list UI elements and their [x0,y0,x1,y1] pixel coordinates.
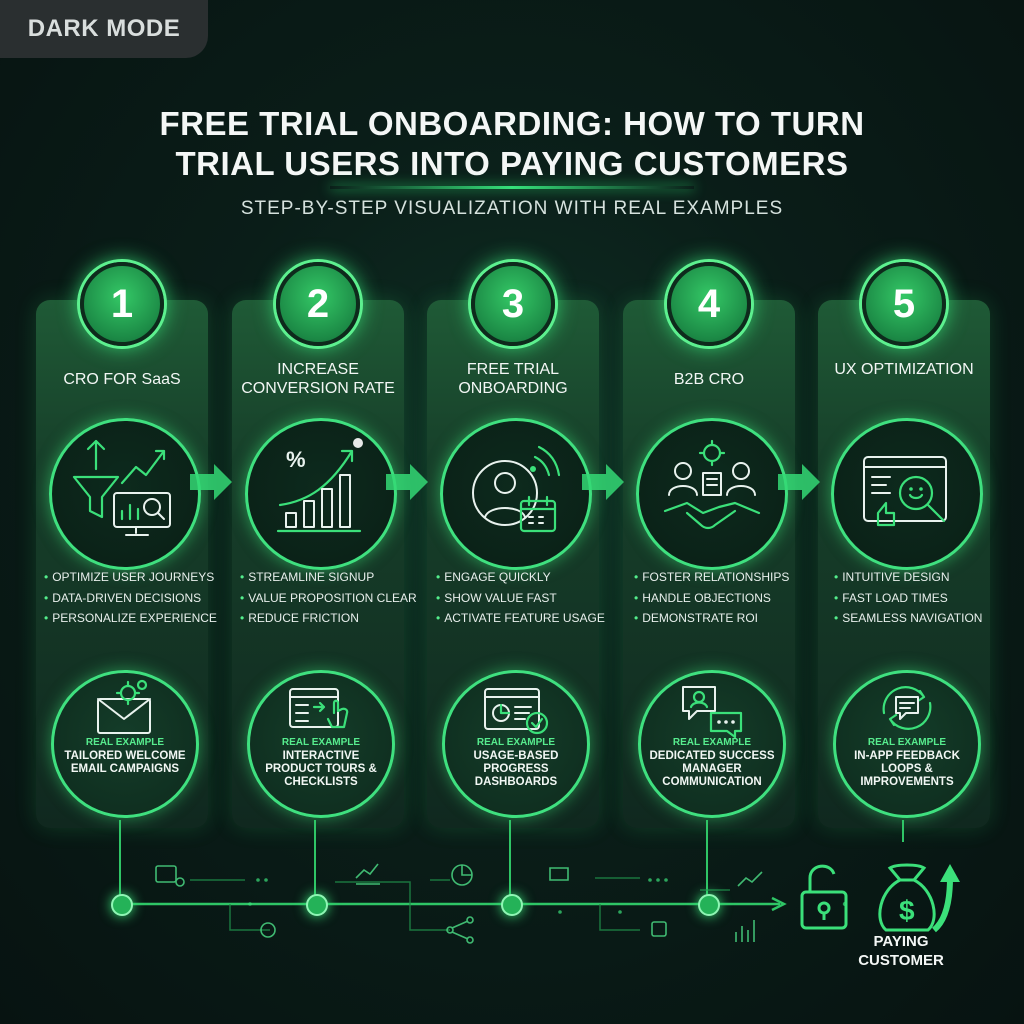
example-label: REAL EXAMPLE [672,737,752,748]
svg-text:$: $ [899,895,915,926]
list-item: HANDLE OBJECTIONS [634,588,806,609]
paying-customer-label: PAYING CUSTOMER [858,933,944,969]
money-bag-icon: $ [878,863,936,932]
step-3-number: 3 [471,262,555,346]
example-text: DEDICATED SUCCESS MANAGER COMMUNICATION [649,750,775,788]
subtitle: STEP-BY-STEP VISUALIZATION WITH REAL EXA… [240,198,784,219]
step-2-example: REAL EXAMPLE INTERACTIVE PRODUCT TOURS &… [247,670,395,818]
unlock-icon [800,864,848,930]
list-item: FAST LOAD TIMES [834,588,1006,609]
step-4-heading: B2B CRO [673,371,745,388]
handshake-team-icon [636,418,788,570]
example-label: REAL EXAMPLE [85,737,165,748]
step-5-example: REAL EXAMPLE IN-APP FEEDBACK LOOPS & IMP… [833,670,981,818]
step-5-number: 5 [862,262,946,346]
list-item: DATA-DRIVEN DECISIONS [44,588,216,609]
list-item: DEMONSTRATE ROI [634,608,806,629]
step-1-heading: CRO FOR SaaS [63,371,181,388]
step-2-bullets: STREAMLINE SIGNUP VALUE PROPOSITION CLEA… [240,567,417,629]
dark-mode-badge: DARK MODE [0,0,208,58]
arrow-icon [190,464,232,500]
step-4-bullets: FOSTER RELATIONSHIPS HANDLE OBJECTIONS D… [634,567,806,629]
example-text: IN-APP FEEDBACK LOOPS & IMPROVEMENTS [854,750,960,788]
list-item: ENGAGE QUICKLY [436,567,608,588]
list-item: REDUCE FRICTION [240,608,412,629]
product-tour-icon [289,688,349,729]
example-label: REAL EXAMPLE [867,737,947,748]
email-gear-icon [97,679,151,734]
step-5-heading: UX OPTIMIZATION [834,361,974,378]
title-line-2: TRIAL USERS INTO PAYING CUSTOMERS [175,145,849,182]
step-5-bullets: INTUITIVE DESIGN FAST LOAD TIMES SEAMLES… [834,567,1006,629]
list-item: SHOW VALUE FAST [436,588,608,609]
timeline-node [111,894,133,916]
list-item: FOSTER RELATIONSHIPS [634,567,806,588]
step-2-number: 2 [276,262,360,346]
example-label: REAL EXAMPLE [476,737,556,748]
support-chat-icon [682,686,743,739]
svg-text:%: % [286,447,306,472]
list-item: PERSONALIZE EXPERIENCE [44,608,217,629]
timeline-node [306,894,328,916]
arrow-icon [386,464,428,500]
feedback-loop-icon [882,686,932,730]
step-1-number: 1 [80,262,164,346]
step-3-example: REAL EXAMPLE USAGE-BASED PROGRESS DASHBO… [442,670,590,818]
list-item: OPTIMIZE USER JOURNEYS [44,567,216,588]
list-item: STREAMLINE SIGNUP [240,567,412,588]
step-2-heading: INCREASE CONVERSION RATE [241,361,395,397]
timeline-node [698,894,720,916]
arrow-icon [778,464,820,500]
step-3-bullets: ENGAGE QUICKLY SHOW VALUE FAST ACTIVATE … [436,567,608,629]
example-text: INTERACTIVE PRODUCT TOURS & CHECKLISTS [265,750,377,788]
step-1-example: REAL EXAMPLE TAILORED WELCOME EMAIL CAMP… [51,670,199,818]
timeline-node [501,894,523,916]
step-3-heading: FREE TRIAL ONBOARDING [458,361,568,397]
growth-arrow-icon [931,864,960,933]
step-4-example: REAL EXAMPLE DEDICATED SUCCESS MANAGER C… [638,670,786,818]
example-text: TAILORED WELCOME EMAIL CAMPAIGNS [64,750,186,775]
list-item: SEAMLESS NAVIGATION [834,608,1006,629]
example-text: USAGE-BASED PROGRESS DASHBOARDS [473,750,559,788]
funnel-chart-icon [49,418,201,570]
list-item: ACTIVATE FEATURE USAGE [436,608,608,629]
step-4-number: 4 [667,262,751,346]
list-item: INTUITIVE DESIGN [834,567,1006,588]
title-line-1: FREE TRIAL ONBOARDING: HOW TO TURN [159,105,865,142]
list-item: VALUE PROPOSITION CLEAR [240,588,417,609]
timeline: $ [119,820,960,944]
growth-chart-icon: % [245,418,397,570]
user-calendar-icon [440,418,592,570]
example-label: REAL EXAMPLE [281,737,361,748]
arrow-icon [582,464,624,500]
ux-magnifier-icon [831,418,983,570]
step-1-bullets: OPTIMIZE USER JOURNEYS DATA-DRIVEN DECIS… [44,567,217,629]
title-underline [330,186,694,189]
dashboard-check-icon [484,688,549,735]
page-title: FREE TRIAL ONBOARDING: HOW TO TURN TRIAL… [0,104,1024,184]
